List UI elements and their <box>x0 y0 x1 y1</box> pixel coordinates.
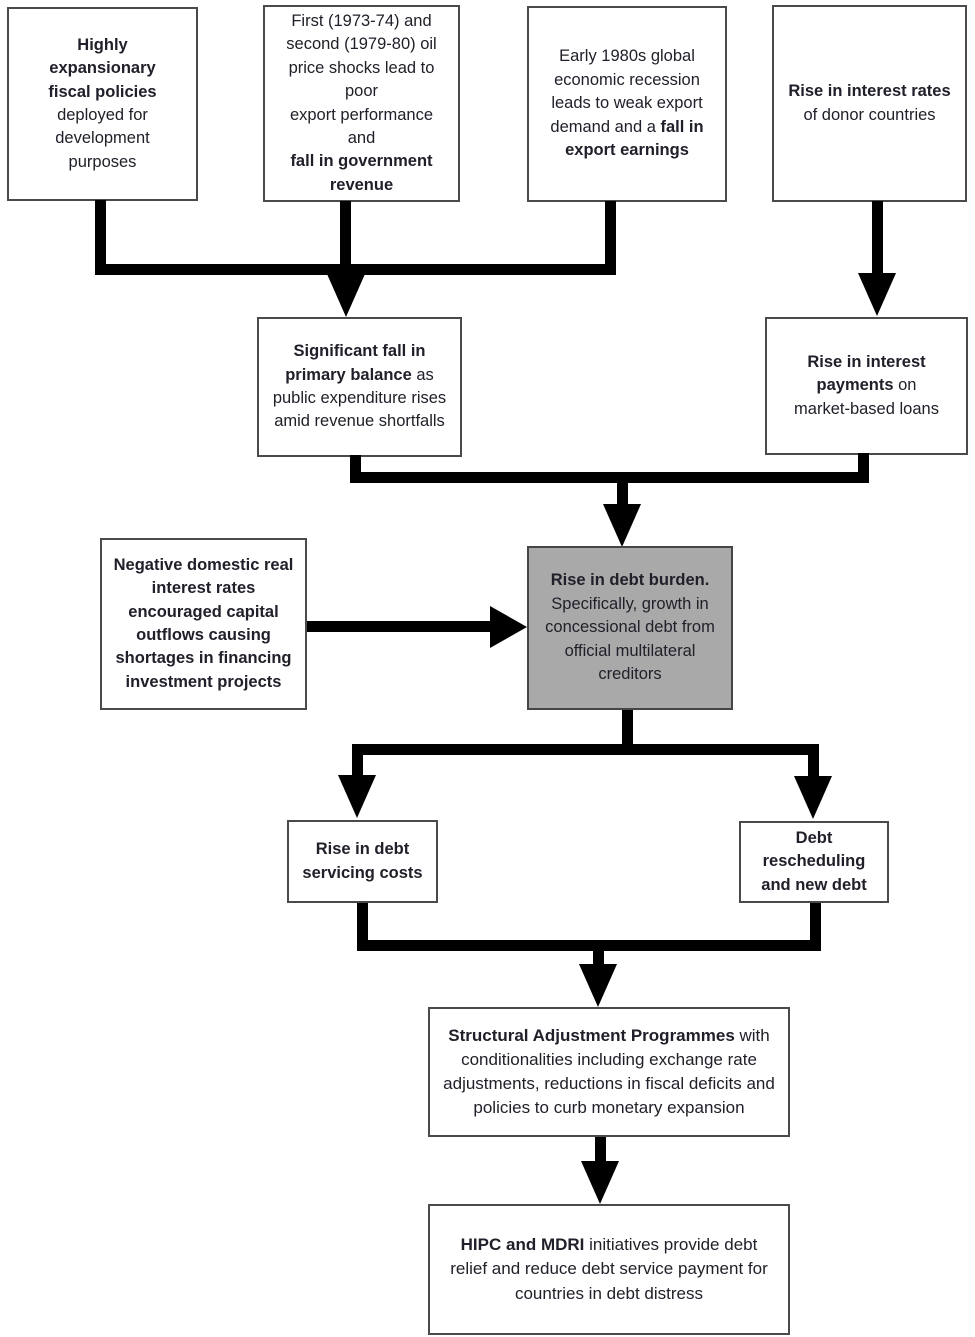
connector-debt-burden-drop <box>622 710 633 750</box>
box-text: Rise in interest payments on market-base… <box>794 352 939 418</box>
connector-oil-drop <box>340 201 351 277</box>
box-text: First (1973-74) and second (1979-80) oil… <box>286 11 437 194</box>
connector-interest-payments-drop <box>858 453 869 483</box>
box-text: Early 1980s global economic recession le… <box>550 47 704 160</box>
box-text: Rise in debt burden. Specifically, growt… <box>545 571 715 684</box>
arrowhead-to-interest-payments <box>858 273 896 316</box>
connector-merge-bar-top <box>95 264 616 275</box>
connector-recession-drop <box>605 201 616 275</box>
connector-merge-bar-mid <box>350 472 869 483</box>
connector-servicing-drop <box>357 903 368 951</box>
connector-primary-balance-drop <box>350 455 361 483</box>
arrowhead-to-debt-burden <box>603 504 641 547</box>
box-oil-price-shocks: First (1973-74) and second (1979-80) oil… <box>263 5 460 202</box>
box-hipc-mdri: HIPC and MDRI initiatives provide debt r… <box>428 1204 790 1335</box>
connector-sap-stem <box>593 951 604 967</box>
box-global-recession: Early 1980s global economic recession le… <box>527 6 727 202</box>
connector-servicing-stem <box>352 755 363 777</box>
arrowhead-to-primary-balance <box>327 274 365 317</box>
box-structural-adjustment: Structural Adjustment Programmes with co… <box>428 1007 790 1137</box>
box-rescheduling: Debt rescheduling and new debt <box>739 821 889 903</box>
box-text: Debt rescheduling and new debt <box>761 828 867 894</box>
box-primary-balance: Significant fall in primary balance as p… <box>257 317 462 457</box>
box-text: Significant fall in primary balance as p… <box>272 342 447 431</box>
connector-rescheduling-drop <box>810 903 821 951</box>
box-text: Negative domestic real interest rates en… <box>113 555 294 691</box>
connector-fiscal-drop <box>95 200 106 275</box>
box-capital-outflows: Negative domestic real interest rates en… <box>100 538 307 710</box>
box-text: Rise in debt servicing costs <box>302 840 423 882</box>
box-interest-payments: Rise in interest payments on market-base… <box>765 317 968 455</box>
box-interest-rates-donor: Rise in interest rates of donor countrie… <box>772 5 967 202</box>
box-fiscal-policies: Highly expansionary fiscal policies depl… <box>7 7 198 201</box>
connector-donor-drop <box>872 201 883 275</box>
box-debt-burden: Rise in debt burden. Specifically, growt… <box>527 546 733 710</box>
connector-rescheduling-stem <box>808 755 819 777</box>
connector-split-bar <box>352 744 819 755</box>
connector-capital-outflows-shaft <box>307 621 493 632</box>
box-text: Structural Adjustment Programmes with co… <box>443 1025 775 1118</box>
box-text: Rise in interest rates of donor countrie… <box>788 82 951 124</box>
box-servicing-costs: Rise in debt servicing costs <box>287 820 438 903</box>
arrowhead-to-hipc <box>581 1161 619 1204</box>
connector-merge-bar-bottom <box>357 940 821 951</box>
arrowhead-to-sap <box>579 964 617 1007</box>
box-text: Highly expansionary fiscal policies depl… <box>48 35 157 171</box>
connector-debt-burden-stem <box>617 483 628 506</box>
connector-sap-drop <box>595 1137 606 1164</box>
arrowhead-to-debt-burden-left <box>490 606 527 648</box>
box-text: HIPC and MDRI initiatives provide debt r… <box>450 1235 768 1303</box>
arrowhead-to-servicing-costs <box>338 775 376 818</box>
arrowhead-to-rescheduling <box>794 776 832 819</box>
